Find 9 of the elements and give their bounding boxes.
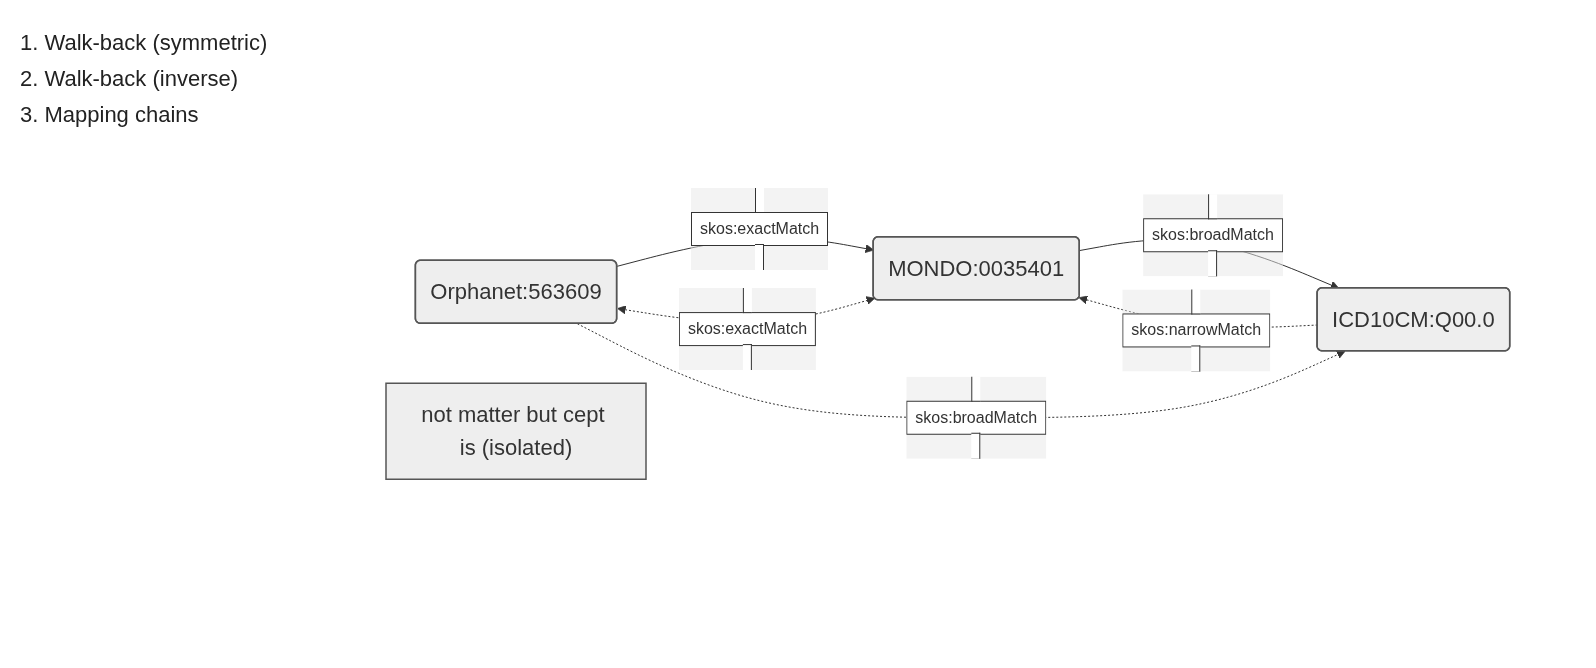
heading-label: 2. Walk-back (inverse) bbox=[20, 66, 239, 92]
edge-label: skos:exactMatch bbox=[688, 320, 808, 338]
heading-label: 3. Mapping chains bbox=[20, 102, 200, 128]
edge-label: skos:exactMatch bbox=[700, 220, 820, 238]
heading-label: 1. Walk-back (symmetric) bbox=[20, 30, 269, 56]
edge-label: skos:broadMatch bbox=[1152, 226, 1275, 244]
edge-label: skos:narrowMatch bbox=[1131, 321, 1262, 339]
node-box: not matter but cept is (isolated) bbox=[385, 382, 647, 481]
edge-label: skos:broadMatch bbox=[915, 409, 1038, 427]
